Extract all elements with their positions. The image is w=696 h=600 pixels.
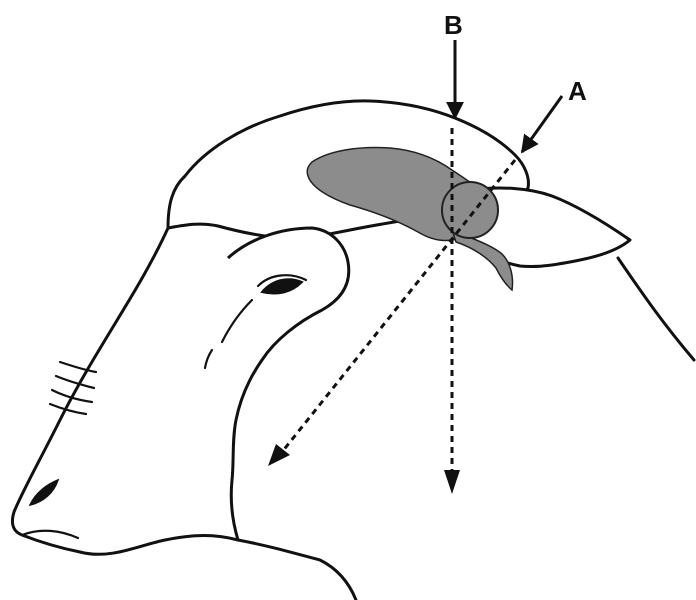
face-line (205, 350, 212, 368)
label-a: A (568, 76, 587, 106)
label-b: B (444, 10, 463, 40)
trajectory-b-head (444, 470, 460, 494)
nose-wrinkles (50, 362, 96, 414)
arrow-a (522, 96, 562, 152)
neck-outline (618, 258, 694, 360)
head-outline (12, 228, 238, 554)
cerebellum (442, 182, 498, 238)
throat-outline (238, 540, 356, 600)
nostril (30, 480, 58, 505)
